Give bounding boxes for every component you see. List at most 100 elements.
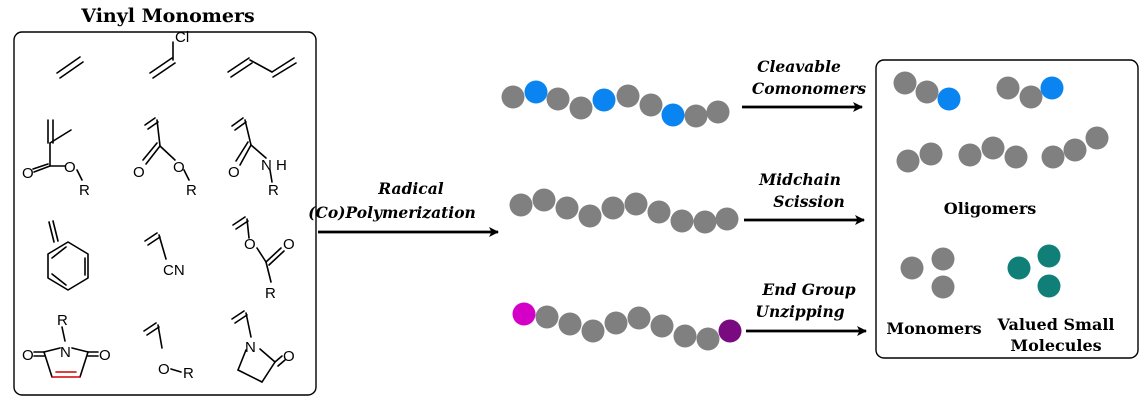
molecules-label: Molecules — [1010, 336, 1101, 355]
gray-monomer-bead — [639, 93, 663, 117]
gray-monomer-bead — [627, 306, 651, 330]
gray-monomer-bead — [1004, 145, 1028, 169]
gray-monomer-bead — [616, 84, 640, 108]
gray-monomer-bead — [693, 210, 717, 234]
teal-molecule-bead — [1007, 256, 1031, 280]
o-label: O — [283, 236, 295, 253]
midchain-label: Midchain — [758, 170, 841, 189]
gray-monomer-bead — [578, 204, 602, 228]
gray-monomer-bead — [569, 96, 593, 120]
n-vinylpyrrolidone-structure: N O — [231, 310, 295, 383]
purple-end-group-bead — [718, 319, 742, 343]
n-label: N — [261, 157, 272, 174]
methacrylate-structure: O O R — [22, 119, 90, 199]
end-group-unzipping-pathway: End Group Unzipping — [746, 280, 867, 336]
vinyl-monomers-panel: Vinyl Monomers Cl — [13, 5, 317, 396]
o-label: O — [228, 164, 240, 181]
gray-monomer-bead — [893, 71, 917, 95]
acrylonitrile-structure: CN — [144, 232, 185, 279]
teal-molecule-bead — [1037, 244, 1061, 268]
oligomer-trimer-2 — [1041, 126, 1109, 169]
cleavable-comonomers-pathway: Cleavable Comonomers — [742, 57, 866, 112]
gray-monomer-bead — [1019, 85, 1043, 109]
gray-monomer-bead — [532, 188, 556, 212]
gray-monomer-bead — [715, 207, 739, 231]
magenta-end-group-bead — [512, 302, 536, 326]
gray-monomer-bead — [1063, 138, 1087, 162]
gray-monomer-bead — [673, 324, 697, 348]
r-label: R — [57, 312, 68, 329]
gray-monomer-bead — [555, 196, 579, 220]
gray-monomer-bead — [624, 192, 648, 216]
gray-monomer-bead — [647, 200, 671, 224]
o-label: O — [64, 159, 76, 176]
o-label: O — [283, 348, 295, 365]
r-label: R — [79, 182, 90, 199]
end-group-label: End Group — [761, 280, 855, 299]
ethylene-structure — [56, 56, 84, 79]
o-label: O — [133, 164, 145, 181]
gray-monomer-bead — [558, 312, 582, 336]
gray-monomer-bead — [1041, 145, 1065, 169]
vinyl-ester-structure: O O R — [232, 216, 295, 302]
gray-monomer-bead — [915, 80, 939, 104]
gray-monomer-bead — [900, 256, 924, 280]
maleimide-structure: R N O O — [22, 312, 111, 378]
cleavable-label: Cleavable — [757, 57, 841, 76]
unzipping-label: Unzipping — [755, 302, 844, 321]
r-label: R — [186, 182, 197, 199]
oligomers-label: Oligomers — [944, 199, 1037, 218]
gray-monomer-bead — [931, 275, 955, 299]
end-group-chain — [512, 302, 742, 351]
gray-monomer-bead — [581, 319, 605, 343]
blue-comonomer-bead — [592, 88, 616, 112]
o-label: O — [22, 165, 34, 182]
products-panel: Oligomers Monomers Valued Small Molecule… — [875, 59, 1139, 359]
gray-monomer-bead — [919, 142, 943, 166]
r-label: R — [268, 182, 279, 199]
gray-monomer-bead — [509, 193, 533, 217]
vinyl-chloride-structure: Cl — [149, 29, 189, 79]
gray-monomer-bead — [650, 314, 674, 338]
gray-monomer-bead — [546, 87, 570, 111]
gray-monomer-bead — [981, 136, 1005, 160]
comonomers-label: Comonomers — [752, 79, 866, 98]
gray-monomer-bead — [958, 143, 982, 167]
cl-label: Cl — [175, 29, 189, 46]
o-label: O — [244, 236, 256, 253]
vinyl-ether-structure: O R — [143, 322, 194, 382]
gray-monomer-bead — [684, 104, 708, 128]
teal-molecule-bead — [1037, 274, 1061, 298]
copolymer-chain — [501, 80, 730, 128]
gray-monomer-bead — [706, 100, 730, 124]
gray-monomer-bead — [604, 311, 628, 335]
copolymerization-label: (Co)Polymerization — [308, 203, 476, 222]
cn-label: CN — [163, 262, 185, 279]
radical-label: Radical — [377, 179, 443, 198]
gray-monomer-bead — [670, 209, 694, 233]
gray-monomer-bead — [501, 85, 525, 109]
scission-label: Scission — [773, 192, 844, 211]
n-label: N — [60, 344, 71, 361]
homopolymer-chain — [509, 188, 739, 234]
gray-monomer-bead — [535, 305, 559, 329]
blue-comonomer-bead — [937, 87, 961, 111]
r-label: R — [183, 365, 194, 382]
o-label: O — [158, 361, 170, 378]
gray-monomer-bead — [696, 327, 720, 351]
valued-small-label: Valued Small — [997, 315, 1115, 334]
gray-monomer-bead — [601, 196, 625, 220]
monomers-label: Monomers — [886, 319, 981, 338]
gray-monomer-bead — [931, 247, 955, 271]
o-label: O — [173, 159, 185, 176]
n-label: N — [245, 339, 256, 356]
polymerization-arrow-group: Radical (Co)Polymerization — [308, 179, 499, 237]
vinyl-monomers-title: Vinyl Monomers — [80, 5, 254, 27]
butadiene-structure — [227, 57, 297, 78]
acrylate-structure: O O R — [133, 117, 197, 199]
oligomer-dimer — [896, 142, 943, 173]
oligomer-trimer-1 — [958, 136, 1028, 169]
vinyl-monomers-box — [13, 31, 317, 396]
midchain-scission-pathway: Midchain Scission — [744, 170, 865, 225]
gray-monomer-bead — [1085, 126, 1109, 150]
